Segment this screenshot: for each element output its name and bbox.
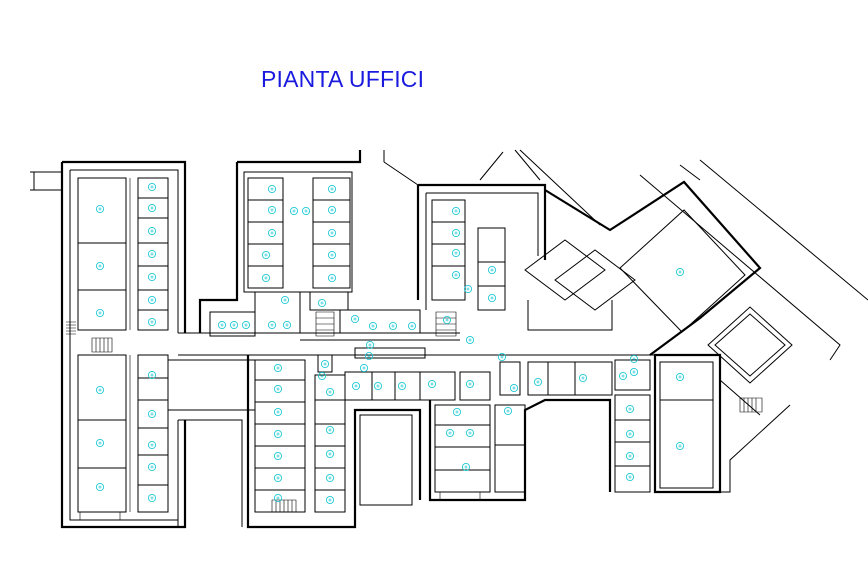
room-marker bbox=[273, 407, 283, 417]
room-marker bbox=[147, 249, 157, 259]
room-marker bbox=[578, 373, 588, 383]
room-marker bbox=[327, 205, 337, 215]
room-marker bbox=[407, 321, 417, 331]
room-marker bbox=[675, 372, 685, 382]
room-marker bbox=[461, 462, 471, 472]
room-marker bbox=[261, 250, 271, 260]
room-marker bbox=[675, 441, 685, 451]
room-marker bbox=[327, 273, 337, 283]
room-marker bbox=[301, 206, 311, 216]
room-marker bbox=[282, 320, 292, 330]
room-marker bbox=[325, 473, 335, 483]
room-marker bbox=[388, 321, 398, 331]
room-marker bbox=[451, 206, 461, 216]
room-marker bbox=[629, 367, 639, 377]
room-marker bbox=[217, 320, 227, 330]
room-marker bbox=[365, 340, 375, 350]
room-marker bbox=[147, 272, 157, 282]
room-marker bbox=[267, 205, 277, 215]
room-marker bbox=[147, 203, 157, 213]
room-marker bbox=[147, 409, 157, 419]
room-marker bbox=[147, 182, 157, 192]
room-marker bbox=[317, 371, 327, 381]
room-marker bbox=[273, 493, 283, 503]
room-marker bbox=[618, 371, 628, 381]
room-marker bbox=[267, 228, 277, 238]
room-marker bbox=[509, 383, 519, 393]
room-marker bbox=[625, 451, 635, 461]
room-marker bbox=[147, 462, 157, 472]
room-marker bbox=[147, 295, 157, 305]
room-marker bbox=[497, 352, 507, 362]
room-marker bbox=[317, 298, 327, 308]
room-marker bbox=[273, 429, 283, 439]
room-marker bbox=[147, 370, 157, 380]
room-marker bbox=[229, 320, 239, 330]
room-marker bbox=[273, 473, 283, 483]
room-marker bbox=[350, 314, 360, 324]
room-marker bbox=[280, 295, 290, 305]
room-marker bbox=[147, 440, 157, 450]
room-marker bbox=[327, 250, 337, 260]
room-marker bbox=[325, 387, 335, 397]
room-marker bbox=[451, 228, 461, 238]
room-marker bbox=[368, 321, 378, 331]
room-marker bbox=[465, 335, 475, 345]
room-marker bbox=[629, 354, 639, 364]
room-marker bbox=[427, 379, 437, 389]
room-marker bbox=[452, 407, 462, 417]
room-marker bbox=[95, 438, 105, 448]
room-marker bbox=[147, 226, 157, 236]
room-marker bbox=[465, 428, 475, 438]
room-marker bbox=[267, 184, 277, 194]
room-marker bbox=[95, 261, 105, 271]
room-marker bbox=[451, 248, 461, 258]
room-marker bbox=[463, 284, 473, 294]
room-marker bbox=[445, 428, 455, 438]
room-marker bbox=[373, 381, 383, 391]
room-marker bbox=[327, 228, 337, 238]
room-marker bbox=[675, 267, 685, 277]
room-marker bbox=[359, 363, 369, 373]
room-marker bbox=[442, 315, 452, 325]
room-marker bbox=[325, 495, 335, 505]
room-marker bbox=[289, 206, 299, 216]
room-marker bbox=[503, 406, 513, 416]
room-marker bbox=[451, 270, 461, 280]
room-marker bbox=[465, 379, 475, 389]
room-marker bbox=[273, 451, 283, 461]
room-marker bbox=[273, 363, 283, 373]
room-marker bbox=[273, 384, 283, 394]
room-marker bbox=[147, 317, 157, 327]
room-markers bbox=[95, 182, 685, 505]
room-marker bbox=[487, 293, 497, 303]
room-marker bbox=[327, 184, 337, 194]
room-marker bbox=[325, 425, 335, 435]
room-marker bbox=[325, 449, 335, 459]
room-marker bbox=[261, 273, 271, 283]
building-walls bbox=[30, 149, 868, 529]
room-marker bbox=[95, 482, 105, 492]
room-marker bbox=[95, 308, 105, 318]
room-marker bbox=[625, 404, 635, 414]
room-marker bbox=[320, 359, 330, 369]
room-marker bbox=[625, 429, 635, 439]
room-marker bbox=[397, 381, 407, 391]
room-marker bbox=[95, 385, 105, 395]
room-marker bbox=[364, 351, 374, 361]
room-marker bbox=[267, 320, 277, 330]
room-marker bbox=[533, 377, 543, 387]
room-marker bbox=[241, 320, 251, 330]
room-marker bbox=[351, 381, 361, 391]
room-marker bbox=[487, 265, 497, 275]
room-marker bbox=[625, 472, 635, 482]
room-marker bbox=[147, 493, 157, 503]
plan-title: PIANTA UFFICI bbox=[261, 66, 425, 92]
room-marker bbox=[95, 204, 105, 214]
